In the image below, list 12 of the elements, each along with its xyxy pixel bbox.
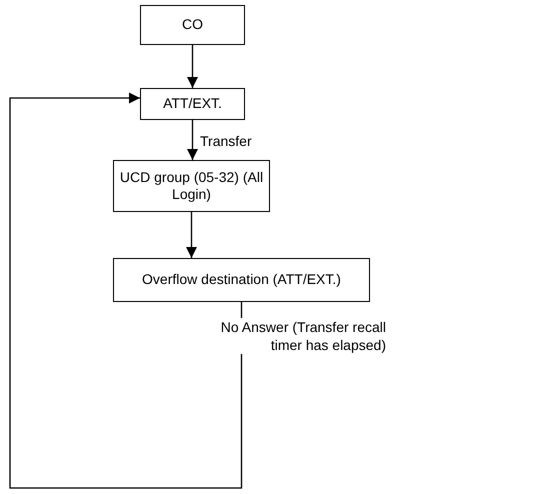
arrow	[186, 212, 197, 258]
arrow	[9, 92, 242, 489]
box-label: ATT/EXT.	[163, 95, 222, 113]
arrow	[187, 120, 198, 160]
arrow	[187, 45, 198, 88]
process-box	[113, 160, 270, 212]
box-label: Overflow destination (ATT/EXT.)	[142, 271, 341, 289]
process-box	[113, 258, 370, 302]
process-box	[140, 88, 245, 120]
box-label: UCD group (05-32) (All Login)	[118, 168, 264, 204]
process-box	[140, 5, 245, 45]
box-label: CO	[182, 16, 203, 34]
